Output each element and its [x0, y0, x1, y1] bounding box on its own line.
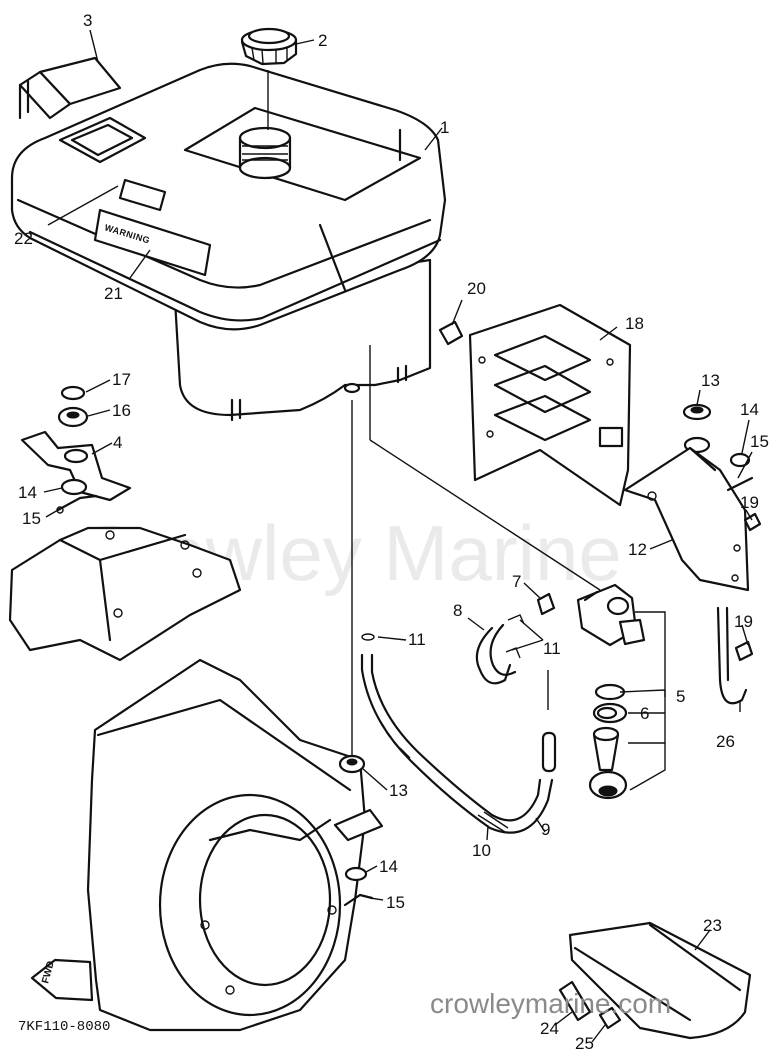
callout-14-right: 14: [740, 400, 759, 419]
callout-15-left: 15: [22, 509, 41, 528]
callout-25: 25: [575, 1034, 594, 1053]
callout-20: 20: [467, 279, 486, 298]
hose-8: [475, 614, 525, 685]
callout-11-clip: 11: [543, 639, 561, 658]
callout-18: 18: [625, 314, 644, 333]
callout-numbers: 1 2 3 4 5 6 7 8 9 10 11 11 12 13 13 14 1…: [14, 11, 769, 1053]
callout-13-bracket: 13: [701, 371, 720, 390]
tank-bracket: [18, 56, 122, 120]
callout-12: 12: [628, 540, 647, 559]
callout-7: 7: [512, 572, 521, 591]
fuel-cap: [240, 27, 298, 130]
reservoir-23: [558, 921, 752, 1040]
callout-15-lower: 15: [386, 893, 405, 912]
callout-19-upper: 19: [740, 493, 759, 512]
site-url: crowleymarine.com: [430, 988, 671, 1019]
callout-17: 17: [112, 370, 131, 389]
cover-panel: [8, 526, 242, 662]
callout-19-lower: 19: [734, 612, 753, 631]
blower-housing: [86, 658, 367, 1032]
warning-plate: [93, 208, 212, 277]
callout-8: 8: [453, 601, 462, 620]
callout-24: 24: [540, 1019, 559, 1038]
leader-lines: [43, 29, 753, 1043]
callout-16: 16: [112, 401, 131, 420]
callout-14-lower: 14: [379, 857, 398, 876]
callout-6: 6: [640, 704, 649, 723]
clip: [716, 606, 754, 705]
callout-3: 3: [83, 11, 92, 30]
callout-1: 1: [440, 118, 449, 137]
callout-10: 10: [472, 841, 491, 860]
support-plate: [20, 385, 132, 514]
fuel-line: [333, 400, 557, 907]
fuel-tank: WARNING: [10, 62, 447, 422]
fuel-cock: [369, 345, 666, 800]
callout-15-right: 15: [750, 432, 769, 451]
callout-22: 22: [14, 229, 33, 248]
callout-11-hose: 11: [408, 630, 426, 649]
heat-shield: [438, 303, 632, 507]
callout-23: 23: [703, 916, 722, 935]
callout-14-left: 14: [18, 483, 37, 502]
callout-4: 4: [113, 433, 122, 452]
callout-2: 2: [318, 31, 327, 50]
callout-21: 21: [104, 284, 123, 303]
callout-13-grommet: 13: [389, 781, 408, 800]
callout-5: 5: [676, 687, 685, 706]
fwd-arrow: FWD: [30, 958, 94, 1002]
right-bracket: [623, 403, 762, 592]
callout-9: 9: [541, 820, 550, 839]
callout-26: 26: [716, 732, 735, 751]
drawing-code: 7KF110-8080: [18, 1019, 110, 1035]
